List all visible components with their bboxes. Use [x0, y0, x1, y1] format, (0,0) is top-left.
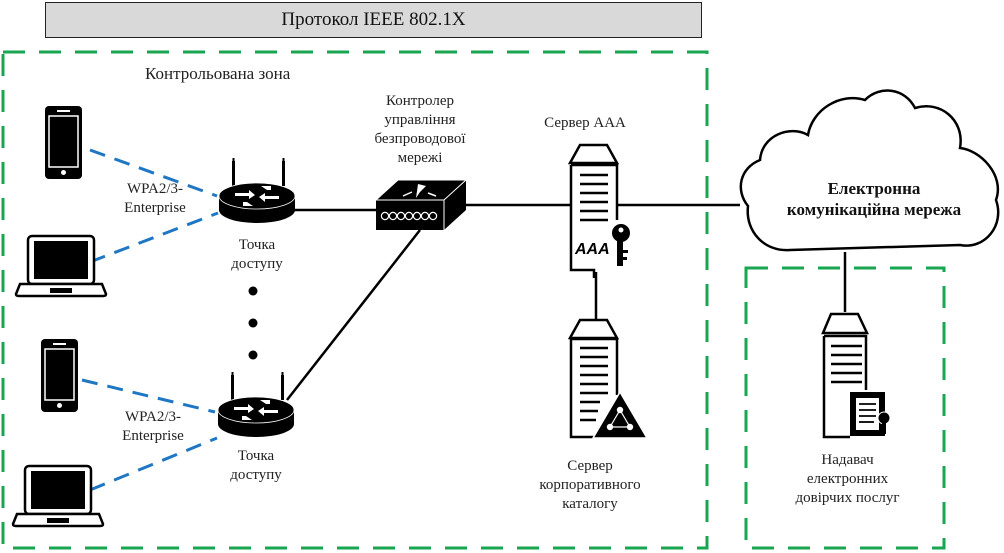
controller-label-line: управління — [384, 112, 456, 128]
directory-label-line: каталогу — [562, 496, 618, 512]
access-point-label-line1: Точка — [238, 237, 276, 253]
network-cloud — [739, 89, 1000, 252]
network-cloud-label: Електронна комунікаційна мережа — [752, 178, 996, 220]
network-label-line2: комунікаційна мережа — [786, 200, 962, 219]
trust-provider-label-line: електронних — [806, 471, 889, 487]
wireless-link — [89, 436, 218, 492]
access-point-label-line2: доступу — [231, 256, 283, 272]
network-label-line1: Електронна — [827, 179, 921, 198]
access-point-label: Точка доступу — [207, 236, 307, 274]
certificate-icon — [850, 392, 891, 436]
trust-zone-border — [744, 266, 946, 550]
access-point-label: Точка доступу — [206, 447, 306, 485]
aaa-server-icon — [567, 143, 620, 278]
controller-label-line: мережі — [397, 150, 443, 166]
trust-provider-label-line: Надавач — [821, 452, 874, 468]
wireless-label-line1: WPA2/3- — [124, 409, 182, 425]
controlled-zone-border — [1, 50, 709, 550]
ellipsis-dot — [248, 286, 258, 296]
controller-label-line: безпроводової — [374, 131, 466, 147]
controller-label-line: Контролер — [386, 93, 454, 109]
wired-link — [286, 229, 421, 401]
directory-server-label: Сервер корпоративного каталогу — [525, 457, 655, 514]
laptop-icon — [14, 234, 108, 298]
ellipsis-dot — [248, 318, 258, 328]
wireless-label-line1: WPA2/3- — [126, 181, 184, 197]
wlan-controller-icon — [374, 179, 468, 230]
access-point-label-line1: Точка — [237, 448, 275, 464]
controlled-zone-title: Контрольована зона — [145, 64, 291, 83]
trust-provider-server-icon — [821, 312, 869, 439]
access-point-label-line2: доступу — [230, 467, 282, 483]
wireless-link — [89, 211, 219, 264]
trust-provider-label: Надавач електронних довірчих послуг — [785, 451, 910, 508]
smartphone-icon — [44, 105, 83, 180]
wireless-link — [81, 378, 216, 414]
laptop-icon — [11, 464, 105, 528]
access-point-icon — [217, 371, 295, 438]
access-point-icon — [218, 157, 296, 224]
protocol-bar: Протокол IEEE 802.1X — [45, 2, 702, 38]
directory-label-line: Сервер — [567, 458, 613, 474]
ellipsis-dot — [248, 350, 258, 360]
smartphone-icon — [40, 338, 79, 413]
wireless-link-label: WPA2/3- Enterprise — [105, 180, 205, 218]
aaa-server-label: Сервер ААА — [544, 115, 626, 131]
trust-provider-label-line: довірчих послуг — [795, 490, 900, 506]
key-icon — [612, 224, 630, 266]
wireless-link-label: WPA2/3- Enterprise — [103, 408, 203, 446]
wireless-link — [89, 148, 218, 198]
wireless-label-line2: Enterprise — [122, 428, 184, 444]
directory-server-icon — [567, 318, 620, 439]
directory-triangle-icon — [592, 391, 648, 439]
wlan-controller-label: Контролер управління безпроводової мереж… — [365, 92, 475, 168]
aaa-badge: AAA — [574, 241, 610, 258]
directory-label-line: корпоративного — [539, 477, 641, 493]
wireless-label-line2: Enterprise — [124, 200, 186, 216]
